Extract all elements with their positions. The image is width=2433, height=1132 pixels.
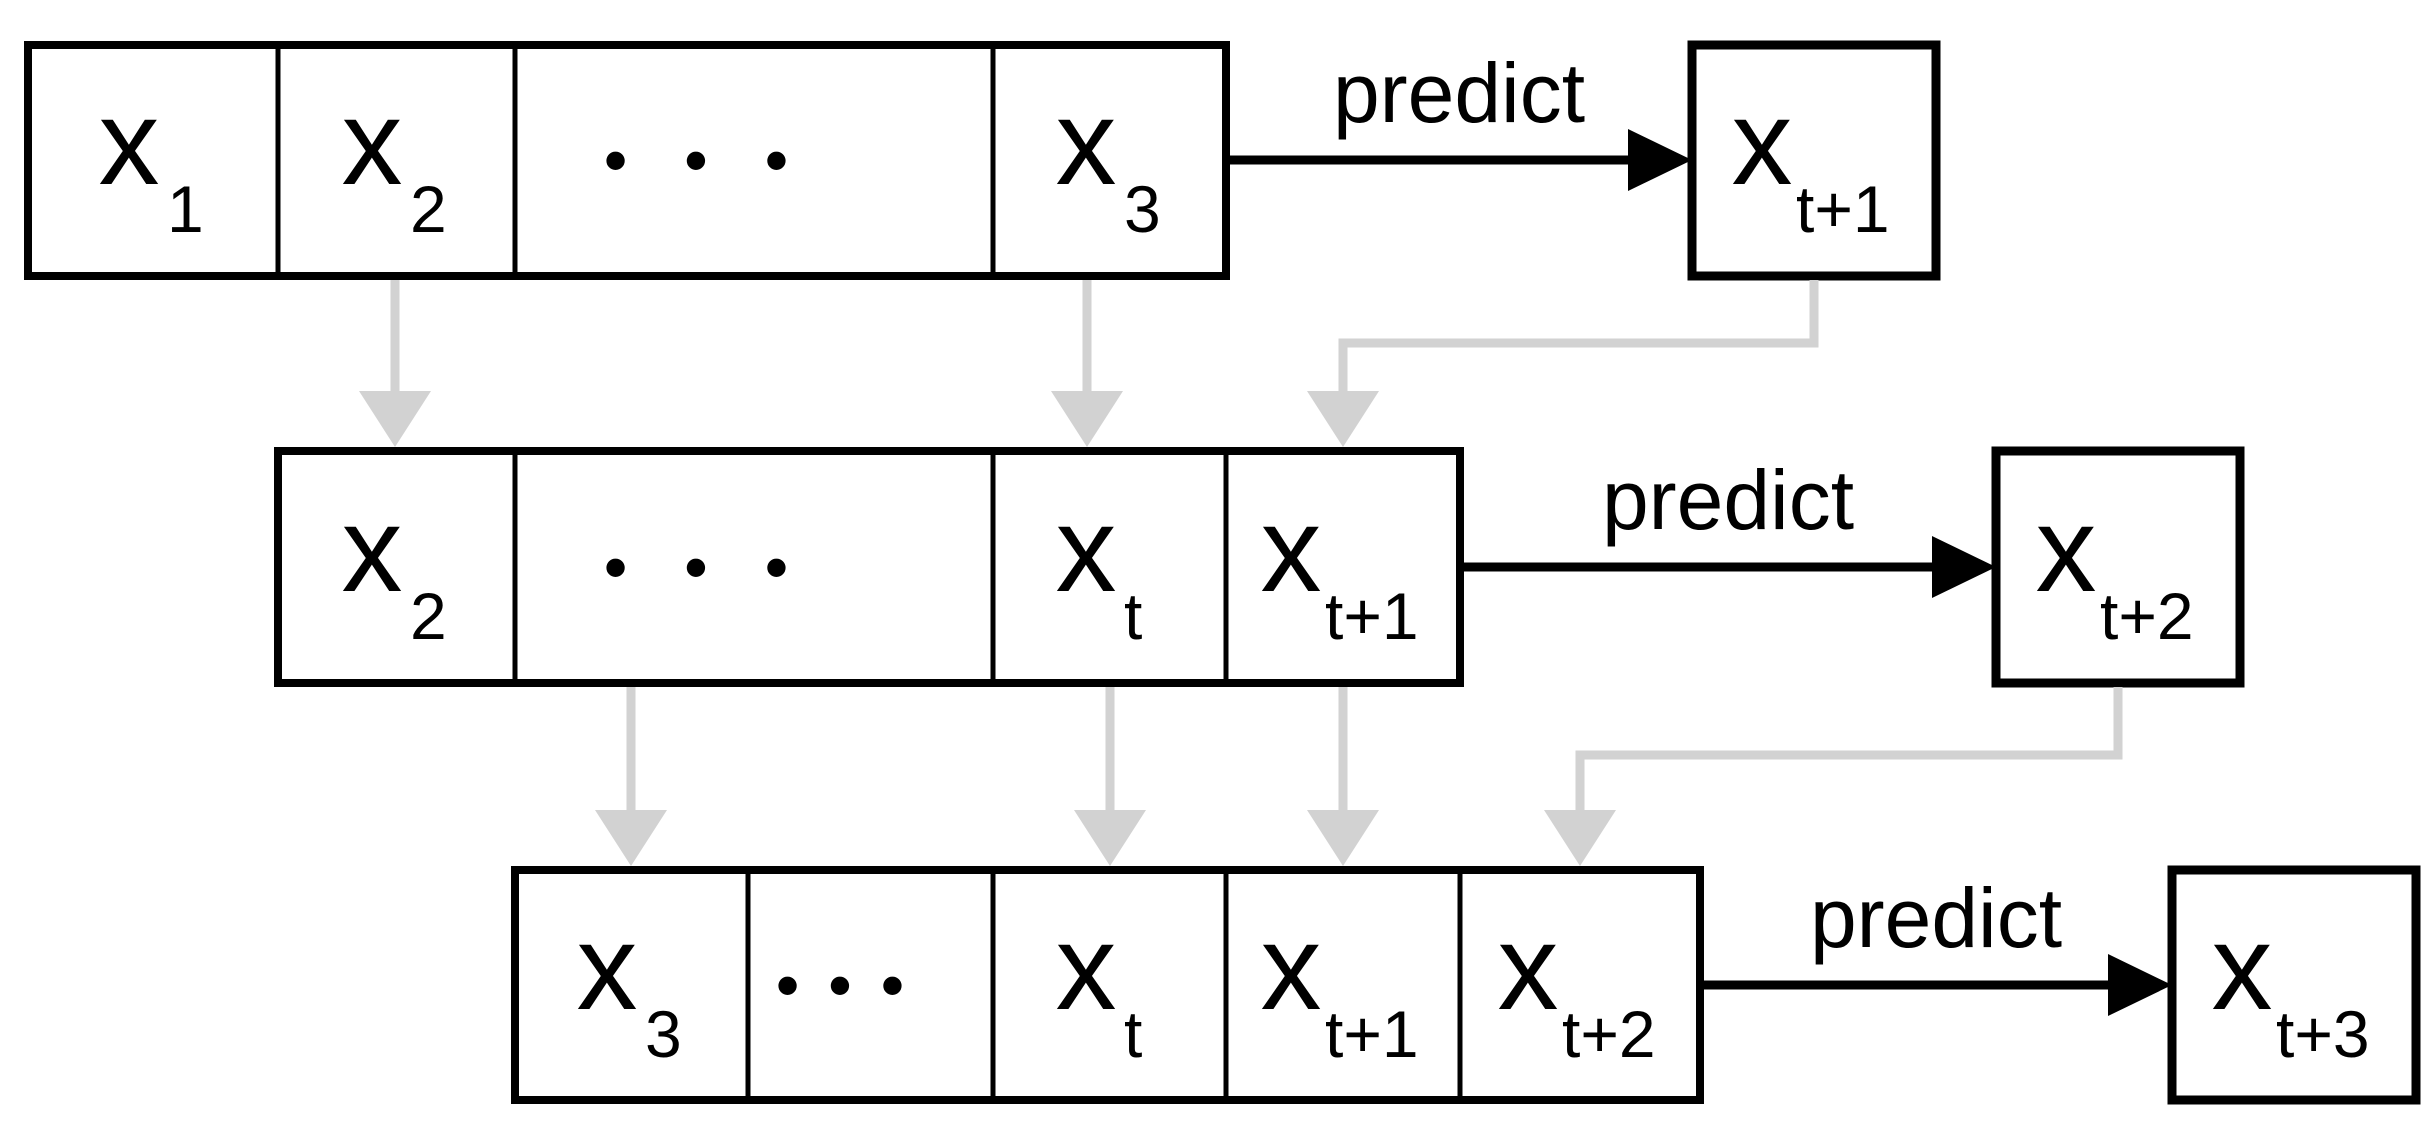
- cell-xt-base: x: [1056, 481, 1117, 617]
- cell-xt1-sub: t+1: [1325, 997, 1419, 1071]
- predict-arrow-row-3: predict: [1700, 871, 2172, 1016]
- carry-elbow-line: [1338, 280, 1819, 393]
- carry-arrow-xt-down: [1074, 687, 1146, 866]
- cell-xt1: x t+1: [1261, 899, 1419, 1071]
- predict-label-row-3: predict: [1810, 871, 2062, 965]
- carry-arrow-x2-down: [359, 280, 431, 447]
- prediction-xt2-base: x: [2036, 481, 2097, 617]
- carry-arrowhead-icon: [1307, 391, 1379, 447]
- ellipsis-cell: •••: [604, 124, 845, 196]
- cell-x2: x 2: [342, 481, 447, 653]
- predict-arrow-row-2: predict: [1460, 453, 1996, 598]
- carry-arrowhead-icon: [1307, 810, 1379, 866]
- carry-arrowhead-icon: [1074, 810, 1146, 866]
- cell-xt2: x t+2: [1498, 899, 1656, 1071]
- carry-arrowhead-icon: [1051, 391, 1123, 447]
- cell-x2-sub: 2: [410, 172, 447, 246]
- cell-x1: x 1: [99, 74, 204, 246]
- prediction-box: [1687, 40, 1941, 281]
- predict-arrowhead-icon: [1628, 129, 1692, 191]
- cell-x2-base: x: [342, 74, 403, 210]
- prediction-xt1-base: x: [1732, 74, 1793, 210]
- cell-xt: x t: [1056, 899, 1143, 1071]
- cell-x2-sub: 2: [410, 579, 447, 653]
- prediction-xt1-sub: t+1: [1796, 172, 1890, 246]
- cell-xt-sub: t: [1124, 997, 1142, 1071]
- ellipsis-cell: •••: [604, 531, 845, 603]
- prediction-box-xt3: x t+3: [2167, 865, 2421, 1105]
- ellipsis-dots: •••: [604, 124, 845, 196]
- sequence-strip-row-1: [24, 41, 1230, 280]
- carry-elbow-xt1-down: [1307, 280, 1819, 447]
- prediction-xt3-sub: t+3: [2276, 997, 2370, 1071]
- cell-x2-base: x: [342, 481, 403, 617]
- cell-x1-sub: 1: [167, 172, 204, 246]
- prediction-box-xt2: x t+2: [1991, 446, 2245, 688]
- cell-x3-sub: 3: [645, 997, 682, 1071]
- cell-xt: x t: [1056, 481, 1143, 653]
- carry-arrowhead-icon: [595, 810, 667, 866]
- cell-x3-sub: 3: [1124, 172, 1161, 246]
- input-window-row-1: x 1 x 2 ••• x 3: [24, 41, 1230, 280]
- cell-xt2-sub: t+2: [1562, 997, 1656, 1071]
- prediction-box: [2167, 865, 2421, 1105]
- cell-xt2-base: x: [1498, 899, 1559, 1035]
- sequence-strip-row-3: [511, 866, 1704, 1104]
- prediction-box-xt1: x t+1: [1687, 40, 1941, 281]
- prediction-xt2-sub: t+2: [2100, 579, 2194, 653]
- cell-x1-base: x: [99, 74, 160, 210]
- carry-arrowhead-icon: [359, 391, 431, 447]
- carry-elbow-xt2-down: [1544, 687, 2123, 866]
- input-window-row-3: x 3 ••• x t x t+1 x t+2: [511, 866, 1704, 1104]
- predict-arrowhead-icon: [1932, 536, 1996, 598]
- sequence-strip-row-2: [274, 447, 1464, 687]
- prediction-box: [1991, 446, 2245, 688]
- predict-arrowhead-icon: [2108, 954, 2172, 1016]
- prediction-xt3-base: x: [2212, 899, 2273, 1035]
- cell-xt1: x t+1: [1261, 481, 1419, 653]
- predict-arrow-row-1: predict: [1226, 46, 1692, 191]
- predict-label-row-1: predict: [1333, 46, 1585, 140]
- cell-xt1-base: x: [1261, 899, 1322, 1035]
- carry-arrow-x3-down: [595, 687, 667, 866]
- predict-label-row-2: predict: [1602, 453, 1854, 547]
- cell-x2: x 2: [342, 74, 447, 246]
- cell-x3-base: x: [1056, 74, 1117, 210]
- cell-xt1-base: x: [1261, 481, 1322, 617]
- carry-arrow-xt1-down: [1307, 687, 1379, 866]
- cell-x3: x 3: [1056, 74, 1161, 246]
- carry-arrow-x3-down: [1051, 280, 1123, 447]
- ellipsis-dots: •••: [776, 949, 933, 1021]
- carry-arrowhead-icon: [1544, 810, 1616, 866]
- ellipsis-cell: •••: [776, 949, 933, 1021]
- cell-xt-base: x: [1056, 899, 1117, 1035]
- cell-x3: x 3: [577, 899, 682, 1071]
- ellipsis-dots: •••: [604, 531, 845, 603]
- carry-elbow-line: [1575, 687, 2123, 812]
- cell-xt-sub: t: [1124, 579, 1142, 653]
- cell-x3-base: x: [577, 899, 638, 1035]
- cell-xt1-sub: t+1: [1325, 579, 1419, 653]
- input-window-row-2: x 2 ••• x t x t+1: [274, 447, 1464, 687]
